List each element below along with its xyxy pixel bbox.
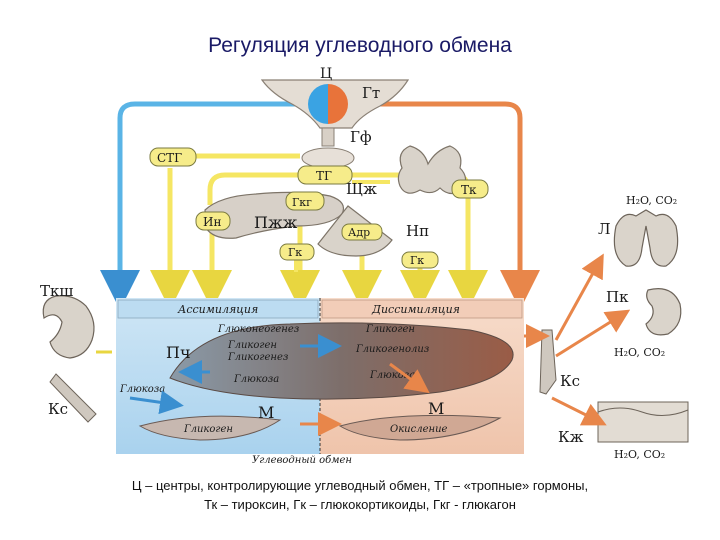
arrow-glucose-in <box>129 390 184 415</box>
glikogen-muscle-label: Гликоген <box>183 424 233 435</box>
pituitary-stalk <box>321 127 335 147</box>
adr-box <box>341 223 383 241</box>
h2o-co2-top: H₂O, CO₂ <box>626 194 677 207</box>
gk-right-box <box>401 251 439 269</box>
label-gt: Гт <box>362 84 380 102</box>
label-np: Нп <box>406 222 429 240</box>
label-tksh: Ткш <box>40 282 73 300</box>
label-pzhzh: Пжж <box>254 213 298 232</box>
intestine-organ <box>42 295 95 359</box>
blue-pathway <box>100 101 300 310</box>
gkg-box <box>285 191 325 211</box>
label-adr: Адр <box>348 226 370 239</box>
label-in: Ин <box>203 215 221 229</box>
slide-title: Регуляция углеводного обмена <box>208 34 512 57</box>
label-m-right: М <box>428 399 444 418</box>
glyukoza-liver-label: Глюкоза <box>233 374 279 385</box>
okislenie-label: Окисление <box>390 424 448 435</box>
center-blue-half <box>308 84 328 124</box>
label-shzh: Щж <box>346 180 377 198</box>
label-ks-right: Кс <box>560 372 580 390</box>
gk-left-box <box>279 243 315 261</box>
h2o-co2-bot: H₂O, CO₂ <box>614 448 665 461</box>
glikogenoliz-label: Гликогенолиз <box>355 344 429 355</box>
lungs-organ <box>613 209 679 267</box>
arrow-to-lungs <box>554 253 604 341</box>
vessel-left <box>49 373 97 423</box>
yellow-path-tg-left <box>207 172 298 205</box>
dissimilation-header <box>321 299 523 319</box>
label-pch: Пч <box>166 343 191 362</box>
label-c: Ц <box>320 66 332 82</box>
arrow-liver-3 <box>389 362 430 394</box>
vessel-right <box>539 329 557 395</box>
assimilation-header <box>117 299 319 319</box>
tk-thyroid-box <box>451 179 489 199</box>
glikonegenez-label: Глюконеогенез <box>217 324 299 335</box>
kidney-organ <box>645 288 682 336</box>
label-gf: Гф <box>350 128 372 146</box>
label-glukoza-left: Глюкоза <box>119 384 165 395</box>
label-tk-thyroid: Тк <box>461 183 477 197</box>
glyukoza-right-label: Глюкоза <box>369 370 415 381</box>
label-gk-left: Гк <box>288 246 302 259</box>
label-pk: Пк <box>606 288 629 306</box>
caption: Ц – центры, контролирующие углеводный об… <box>60 476 660 514</box>
pituitary-gland <box>301 147 355 169</box>
glikogen-left-label: Гликоген <box>227 340 277 351</box>
in-box <box>195 211 231 231</box>
label-kzh: Кж <box>558 428 584 446</box>
muscle-left <box>138 415 282 441</box>
caption-line-1: Ц – центры, контролирующие углеводный об… <box>131 478 589 493</box>
caption-line-2: Тк – тироксин, Гк – глюкокортикоиды, Гкг… <box>204 497 516 512</box>
skin-texture <box>597 407 689 416</box>
orange-pathway <box>370 101 540 310</box>
arrow-to-kidney <box>555 309 631 358</box>
label-m-left: М <box>258 403 274 422</box>
glikogen-right-label: Гликоген <box>365 324 415 335</box>
thyroid-gland <box>397 145 467 195</box>
label-stg: СТГ <box>157 151 182 165</box>
muscle-right <box>338 414 502 441</box>
h2o-co2-mid: H₂O, CO₂ <box>614 346 665 359</box>
arrow-to-skin <box>551 396 607 426</box>
label-tg: ТГ <box>316 169 332 183</box>
tg-box <box>297 165 353 185</box>
assimilation-label: Ассимиляция <box>177 303 258 316</box>
label-gkg: Гкг <box>292 196 312 209</box>
panel-footer: Углеводный обмен <box>252 455 352 466</box>
skin-organ <box>597 401 689 443</box>
label-ks-left: Кс <box>48 400 68 418</box>
label-gk-right: Гк <box>410 254 424 267</box>
dissimilation-label: Диссимиляция <box>371 303 460 316</box>
stg-box <box>149 147 197 167</box>
glikogenez-label: Гликогенез <box>227 352 288 363</box>
label-l: Л <box>598 220 611 238</box>
center-orange-half <box>328 84 348 124</box>
